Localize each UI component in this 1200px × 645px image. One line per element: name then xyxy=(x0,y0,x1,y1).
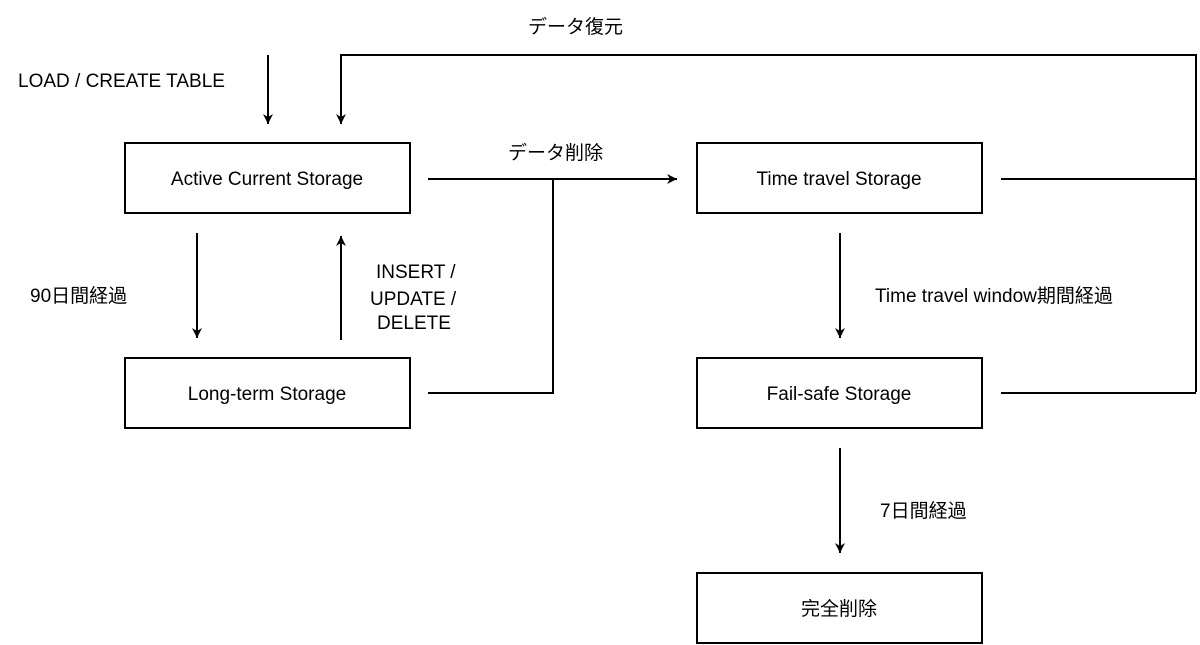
node-active-label: Active Current Storage xyxy=(171,169,363,190)
label-time-travel-window: Time travel window期間経過 xyxy=(875,285,1113,307)
node-permanent-deletion: 完全削除 xyxy=(696,572,983,644)
node-time-travel-storage: Time travel Storage xyxy=(696,142,983,214)
node-timetravel-label: Time travel Storage xyxy=(756,169,921,190)
arrow-restore xyxy=(336,54,1197,392)
node-failsafe-label: Fail-safe Storage xyxy=(767,384,912,405)
label-delete: データ削除 xyxy=(508,142,603,164)
label-dml-line3: DELETE xyxy=(377,313,451,334)
node-long-term-storage: Long-term Storage xyxy=(124,357,411,429)
label-90-days: 90日間経過 xyxy=(30,285,127,307)
node-purge-label: 完全削除 xyxy=(801,598,877,620)
label-dml-line2: UPDATE / xyxy=(370,289,457,310)
label-dml-line1: INSERT / xyxy=(376,262,456,283)
node-longterm-label: Long-term Storage xyxy=(188,384,346,405)
label-7-days: 7日間経過 xyxy=(880,500,967,522)
label-load: LOAD / CREATE TABLE xyxy=(18,71,225,92)
connector-longterm-delete xyxy=(428,179,554,394)
node-fail-safe-storage: Fail-safe Storage xyxy=(696,357,983,429)
node-active-current-storage: Active Current Storage xyxy=(124,142,411,214)
label-restore: データ復元 xyxy=(528,16,623,38)
